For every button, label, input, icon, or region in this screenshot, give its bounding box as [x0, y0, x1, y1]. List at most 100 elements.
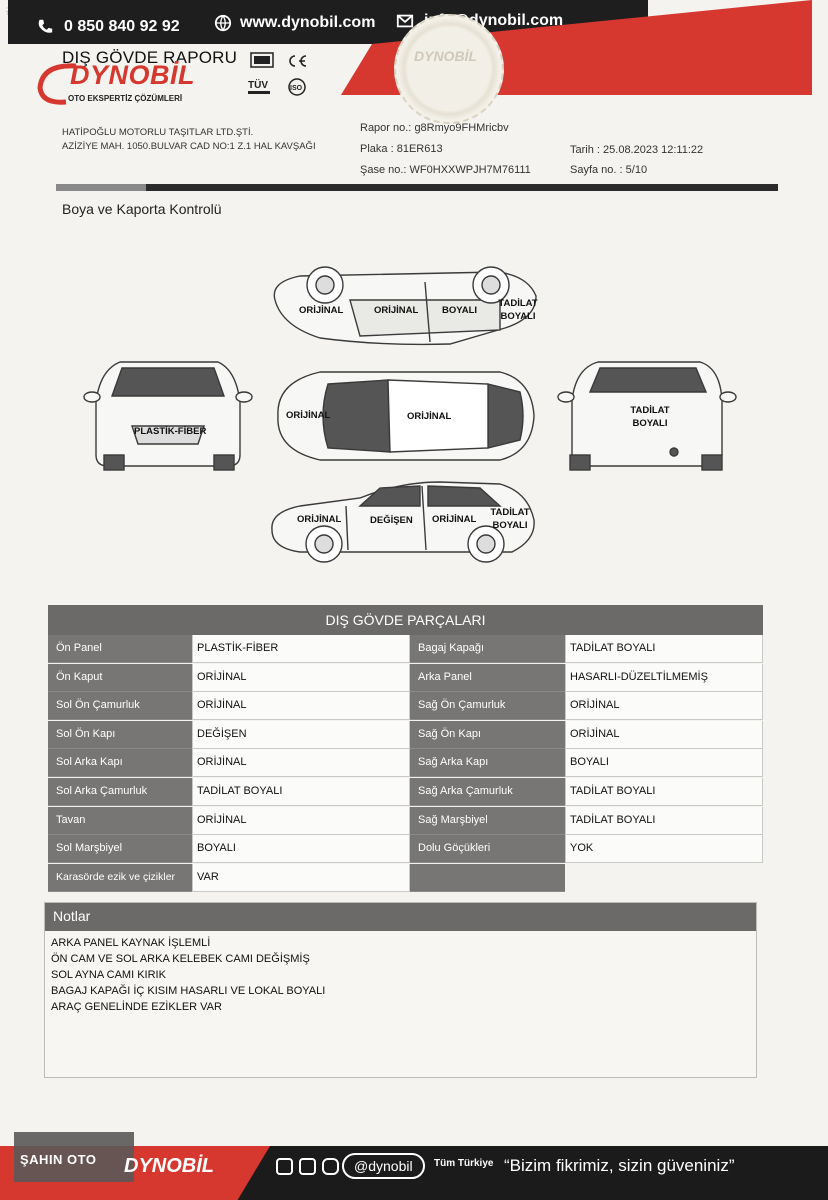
- phone-icon: [38, 19, 53, 33]
- social-icons: [276, 1158, 339, 1175]
- notes-list: ARKA PANEL KAYNAK İŞLEMLİ ÖN CAM VE SOL …: [45, 931, 756, 1015]
- part-name: Sol Arka Kapı: [48, 749, 192, 778]
- part-name: Dolu Göçükleri: [410, 835, 565, 864]
- social-handle: @dynobil: [342, 1153, 425, 1179]
- tum-turkiye-badge: Tüm Türkiye: [434, 1158, 494, 1169]
- parts-table: DIŞ GÖVDE PARÇALARI Ön Panel PLASTİK-FİB…: [48, 605, 763, 893]
- table-row: Ön Panel PLASTİK-FİBER Bagaj Kapağı TADİ…: [48, 635, 763, 664]
- part-status: BOYALI: [565, 749, 763, 778]
- part-status: TADİLAT BOYALI: [565, 806, 763, 835]
- page-label: Sayfa no. :: [570, 164, 623, 176]
- part-name: Ön Panel: [48, 635, 192, 663]
- footer-logo: DYNOBİL: [124, 1155, 214, 1177]
- notes-title: Notlar: [45, 903, 756, 931]
- part-status: ORİJİNAL: [192, 749, 410, 778]
- label-rear: TADİLAT BOYALI: [630, 405, 670, 429]
- table-row: Sol Arka Çamurluk TADİLAT BOYALI Sağ Ark…: [48, 778, 763, 807]
- part-status: TADİLAT BOYALI: [565, 778, 763, 806]
- report-date: Tarih : 25.08.2023 12:11:22: [570, 144, 703, 156]
- footer-slogan: “Bizim fikrimiz, sizin güveniniz”: [504, 1156, 735, 1175]
- label-bottom-rear: TADİLAT BOYALI: [490, 507, 530, 531]
- table-row: Sol Arka Kapı ORİJİNAL Sağ Arka Kapı BOY…: [48, 749, 763, 778]
- header-phone: 0 850 840 92 92: [36, 18, 180, 36]
- part-status: DEĞİŞEN: [192, 720, 410, 749]
- part-name: Sağ Ön Çamurluk: [410, 692, 565, 721]
- note-item: ARAÇ GENELİNDE EZİKLER VAR: [51, 1001, 222, 1013]
- note-item: SOL AYNA CAMI KIRIK: [51, 969, 166, 981]
- part-status: ORİJİNAL: [565, 692, 763, 721]
- label-top-right: BOYALI: [442, 305, 478, 316]
- svg-text:ISO: ISO: [290, 85, 303, 92]
- label-top-mid: ORİJİNAL: [374, 305, 419, 316]
- dealer-watermark: ŞAHIN OTO: [20, 1152, 97, 1167]
- plate-value: 81ER613: [396, 143, 443, 155]
- part-name: Sol Ön Çamurluk: [48, 692, 192, 721]
- table-row: Sol Ön Kapı DEĞİŞEN Sağ Ön Kapı ORİJİNAL: [48, 720, 763, 750]
- logo-swoosh-icon: [37, 63, 77, 105]
- report-title: DIŞ GÖVDE RAPORU: [62, 48, 238, 67]
- table-row: Ön Kaput ORİJİNAL Arka Panel HASARLI-DÜZ…: [48, 663, 763, 693]
- ce-mark-icon: [286, 54, 308, 70]
- label-roof: ORİJİNAL: [407, 411, 452, 422]
- report-number-value: g8Rmyo9FHMricbv: [414, 122, 509, 134]
- part-name: Sağ Arka Çamurluk: [410, 778, 565, 806]
- parts-table-title: DIŞ GÖVDE PARÇALARI: [48, 605, 763, 635]
- seal-stamp: [394, 14, 504, 124]
- dealer-watermark-box: [14, 1132, 134, 1182]
- section-title: Boya ve Kaporta Kontrolü: [62, 201, 222, 217]
- part-status: ORİJİNAL: [192, 806, 410, 835]
- part-name: Ön Kaput: [48, 663, 192, 692]
- header-divider: [56, 184, 778, 191]
- part-status: TADİLAT BOYALI: [192, 778, 410, 806]
- plate: Plaka : 81ER613: [360, 143, 443, 155]
- part-name: Bagaj Kapağı: [410, 635, 565, 663]
- part-status: TADİLAT BOYALI: [565, 635, 763, 663]
- seal-text: DYNOBİL: [414, 48, 477, 64]
- report-number-label: Rapor no.:: [360, 122, 412, 134]
- logo-subtitle: OTO EKSPERTİZ ÇÖZÜMLERİ: [68, 94, 183, 103]
- table-row: Sol Ön Çamurluk ORİJİNAL Sağ Ön Çamurluk…: [48, 692, 763, 721]
- note-item: ARKA PANEL KAYNAK İŞLEMLİ: [51, 937, 211, 949]
- label-bottom-mid: ORİJİNAL: [432, 514, 477, 525]
- date-label: Tarih :: [570, 144, 600, 156]
- label-bottom-left: ORİJİNAL: [297, 514, 342, 525]
- chassis-label: Şase no.:: [360, 164, 407, 176]
- instagram-icon[interactable]: [322, 1158, 339, 1175]
- svg-text:TÜV: TÜV: [248, 78, 268, 91]
- company-name: HATİPOĞLU MOTORLU TAŞITLAR LTD.ŞTİ.: [62, 127, 254, 138]
- logo-text: DYNOBİL: [70, 60, 195, 90]
- notes-box: Notlar ARKA PANEL KAYNAK İŞLEMLİ ÖN CAM …: [44, 902, 757, 1078]
- part-name: Arka Panel: [410, 663, 565, 692]
- note-item: BAGAJ KAPAĞI İÇ KISIM HASARLI VE LOKAL B…: [51, 985, 326, 997]
- report-number: Rapor no.: g8Rmyo9FHMricbv: [360, 122, 509, 134]
- phone-number: 0 850 840 92 92: [64, 18, 180, 35]
- part-name: Karasörde ezik ve çizikler: [48, 863, 192, 892]
- mail-icon: [396, 14, 414, 28]
- globe-icon: [214, 14, 232, 32]
- table-row: Karasörde ezik ve çizikler VAR: [48, 863, 763, 893]
- dynobil-logo: DYNOBİL: [36, 56, 236, 106]
- page-number: Sayfa no. : 5/10: [570, 164, 647, 176]
- chassis: Şase no.: WF0HXXWPJH7M76111: [360, 164, 531, 176]
- label-top-rear: TADİLAT BOYALI: [498, 298, 538, 322]
- page-value: 5/10: [625, 164, 648, 176]
- tse-badge-icon: [250, 52, 274, 70]
- part-status: PLASTİK-FİBER: [192, 635, 410, 663]
- iso-mark-icon: ISO: [286, 78, 308, 100]
- table-row: Tavan ORİJİNAL Sağ Marşbiyel TADİLAT BOY…: [48, 806, 763, 836]
- label-front: PLASTİK-FİBER: [134, 426, 207, 437]
- empty-cell: [410, 863, 565, 892]
- part-status: VAR: [192, 863, 410, 892]
- youtube-icon[interactable]: [276, 1158, 293, 1175]
- part-status: YOK: [565, 835, 763, 864]
- part-status: HASARLI-DÜZELTİLMEMİŞ: [565, 663, 763, 692]
- part-name: Sağ Ön Kapı: [410, 720, 565, 749]
- part-name: Sol Marşbiyel: [48, 835, 192, 864]
- date-value: 25.08.2023 12:11:22: [603, 144, 704, 156]
- tuv-mark-icon: TÜV: [248, 78, 272, 100]
- part-status: ORİJİNAL: [565, 720, 763, 749]
- label-bottom-door: DEĞİŞEN: [370, 515, 413, 526]
- note-item: ÖN CAM VE SOL ARKA KELEBEK CAMI DEĞİŞMİŞ: [51, 953, 310, 965]
- facebook-icon[interactable]: [299, 1158, 316, 1175]
- label-hood: ORİJİNAL: [286, 410, 331, 421]
